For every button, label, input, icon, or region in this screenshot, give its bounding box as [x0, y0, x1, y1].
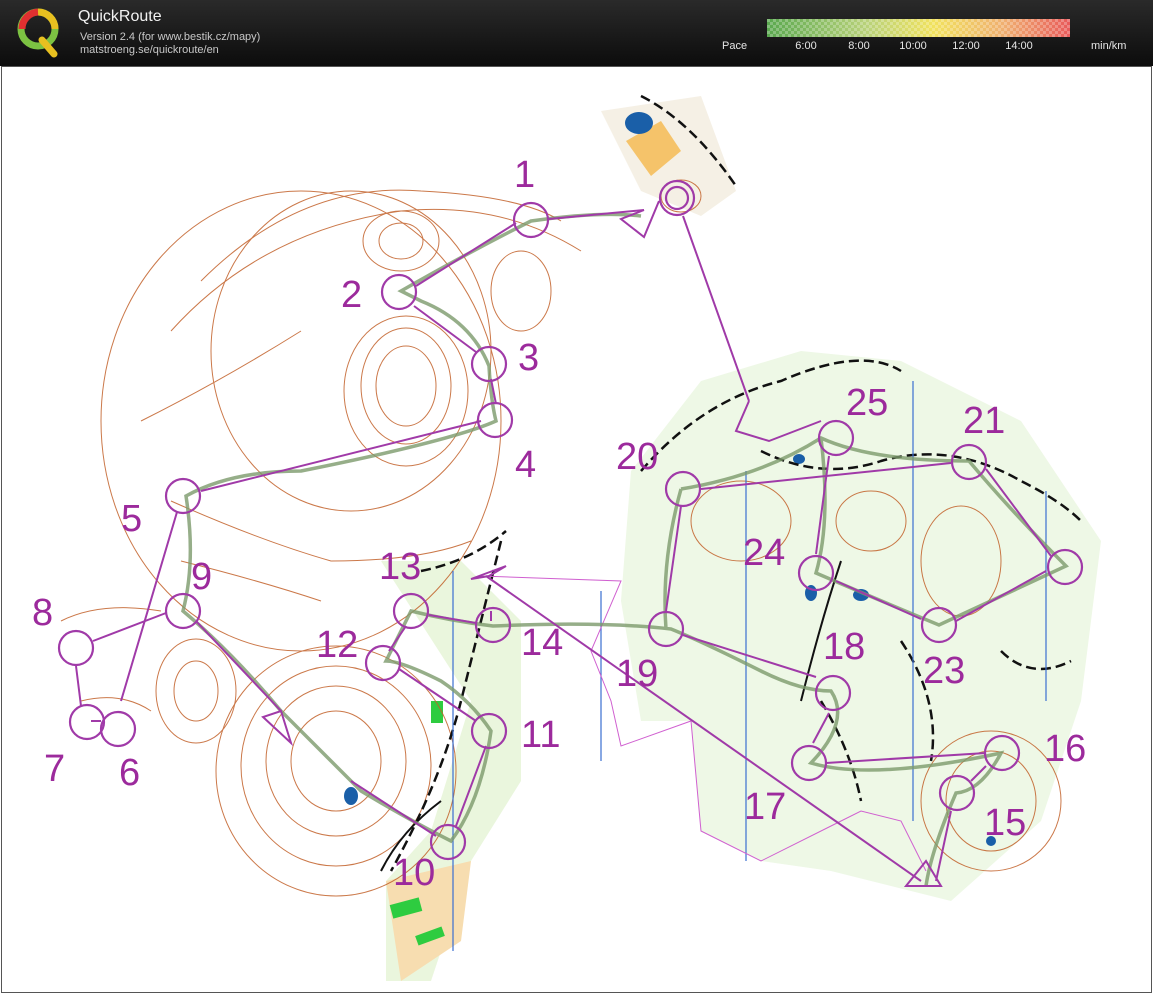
control-number: 13 [379, 546, 421, 588]
control-circle [392, 592, 430, 630]
control-number: 19 [616, 653, 658, 695]
orienteering-map[interactable]: 1 2 3 4 5 6 7 8 9 10 11 12 13 14 15 16 1… [2, 67, 1152, 993]
control-circle [364, 644, 402, 682]
map-viewport[interactable]: 1 2 3 4 5 6 7 8 9 10 11 12 13 14 15 16 1… [1, 66, 1152, 993]
control-circle [512, 201, 550, 239]
control-number: 18 [823, 626, 865, 668]
control-number: 14 [521, 622, 563, 664]
control-circle [647, 610, 685, 648]
pace-tick: 10:00 [899, 40, 927, 52]
pace-unit: min/km [1091, 40, 1127, 52]
pace-tick: 14:00 [1005, 40, 1033, 52]
control-number: 25 [846, 382, 888, 424]
version-text: Version 2.4 (for www.bestik.cz/mapy) [80, 31, 261, 43]
control-number: 20 [616, 436, 658, 478]
control-number: 9 [191, 556, 212, 598]
course-legs [75, 200, 1052, 887]
control-circle [164, 592, 202, 630]
control-number: 15 [984, 802, 1026, 844]
control-number: 16 [1044, 728, 1086, 770]
terrain-layer [344, 96, 1101, 981]
control-circle [57, 629, 95, 667]
control-circle [817, 419, 855, 457]
control-circles [57, 179, 1084, 861]
finish-circle [658, 179, 696, 217]
pace-tick: 8:00 [848, 40, 870, 52]
pace-label: Pace [722, 40, 748, 52]
pace-tick: 12:00 [952, 40, 980, 52]
control-number: 17 [744, 786, 786, 828]
app-header: QuickRoute Version 2.4 (for www.bestik.c… [0, 0, 1153, 66]
control-number: 3 [518, 337, 539, 379]
finish-circle [664, 185, 690, 211]
control-circle [983, 734, 1021, 772]
control-circle [470, 712, 508, 750]
control-circle [68, 703, 106, 741]
lake-icon [625, 112, 653, 134]
control-number: 23 [923, 650, 965, 692]
paths-layer [389, 94, 1082, 872]
control-circle [950, 443, 988, 481]
control-number: 4 [515, 444, 536, 486]
roads-layer [380, 560, 842, 872]
website-link[interactable]: matstroeng.se/quickroute/en [80, 44, 219, 56]
control-number: 8 [32, 592, 53, 634]
control-number: 10 [393, 852, 435, 894]
control-number: 11 [521, 714, 560, 756]
pace-color-scale [767, 19, 1070, 37]
pace-tick: 6:00 [795, 40, 817, 52]
control-number: 1 [514, 154, 535, 196]
control-circle [164, 477, 202, 515]
contour-lines [60, 179, 1062, 897]
control-circle [429, 823, 467, 861]
control-circle [920, 606, 958, 644]
quickroute-logo-icon [17, 8, 59, 58]
stream-lines [452, 381, 1047, 951]
control-number: 2 [341, 274, 362, 316]
restricted-boundary [480, 575, 927, 872]
control-circle [790, 744, 828, 782]
control-number: 24 [743, 532, 785, 574]
control-circle [814, 674, 852, 712]
control-number: 12 [316, 624, 358, 666]
app-title: QuickRoute [78, 8, 162, 25]
control-circle [1046, 548, 1084, 586]
control-circle [664, 470, 702, 508]
control-circle [470, 345, 508, 383]
control-circle [797, 554, 835, 592]
control-number: 5 [121, 498, 142, 540]
control-number: 6 [119, 752, 140, 794]
control-circle [380, 273, 418, 311]
control-circle [474, 606, 512, 644]
control-number: 21 [963, 400, 1005, 442]
control-circle [99, 710, 137, 748]
control-numbers: 1 2 3 4 5 6 7 8 9 10 11 12 13 14 15 16 1… [32, 154, 1086, 894]
control-circle [476, 401, 514, 439]
control-number: 7 [44, 748, 65, 790]
control-circle [938, 774, 976, 812]
